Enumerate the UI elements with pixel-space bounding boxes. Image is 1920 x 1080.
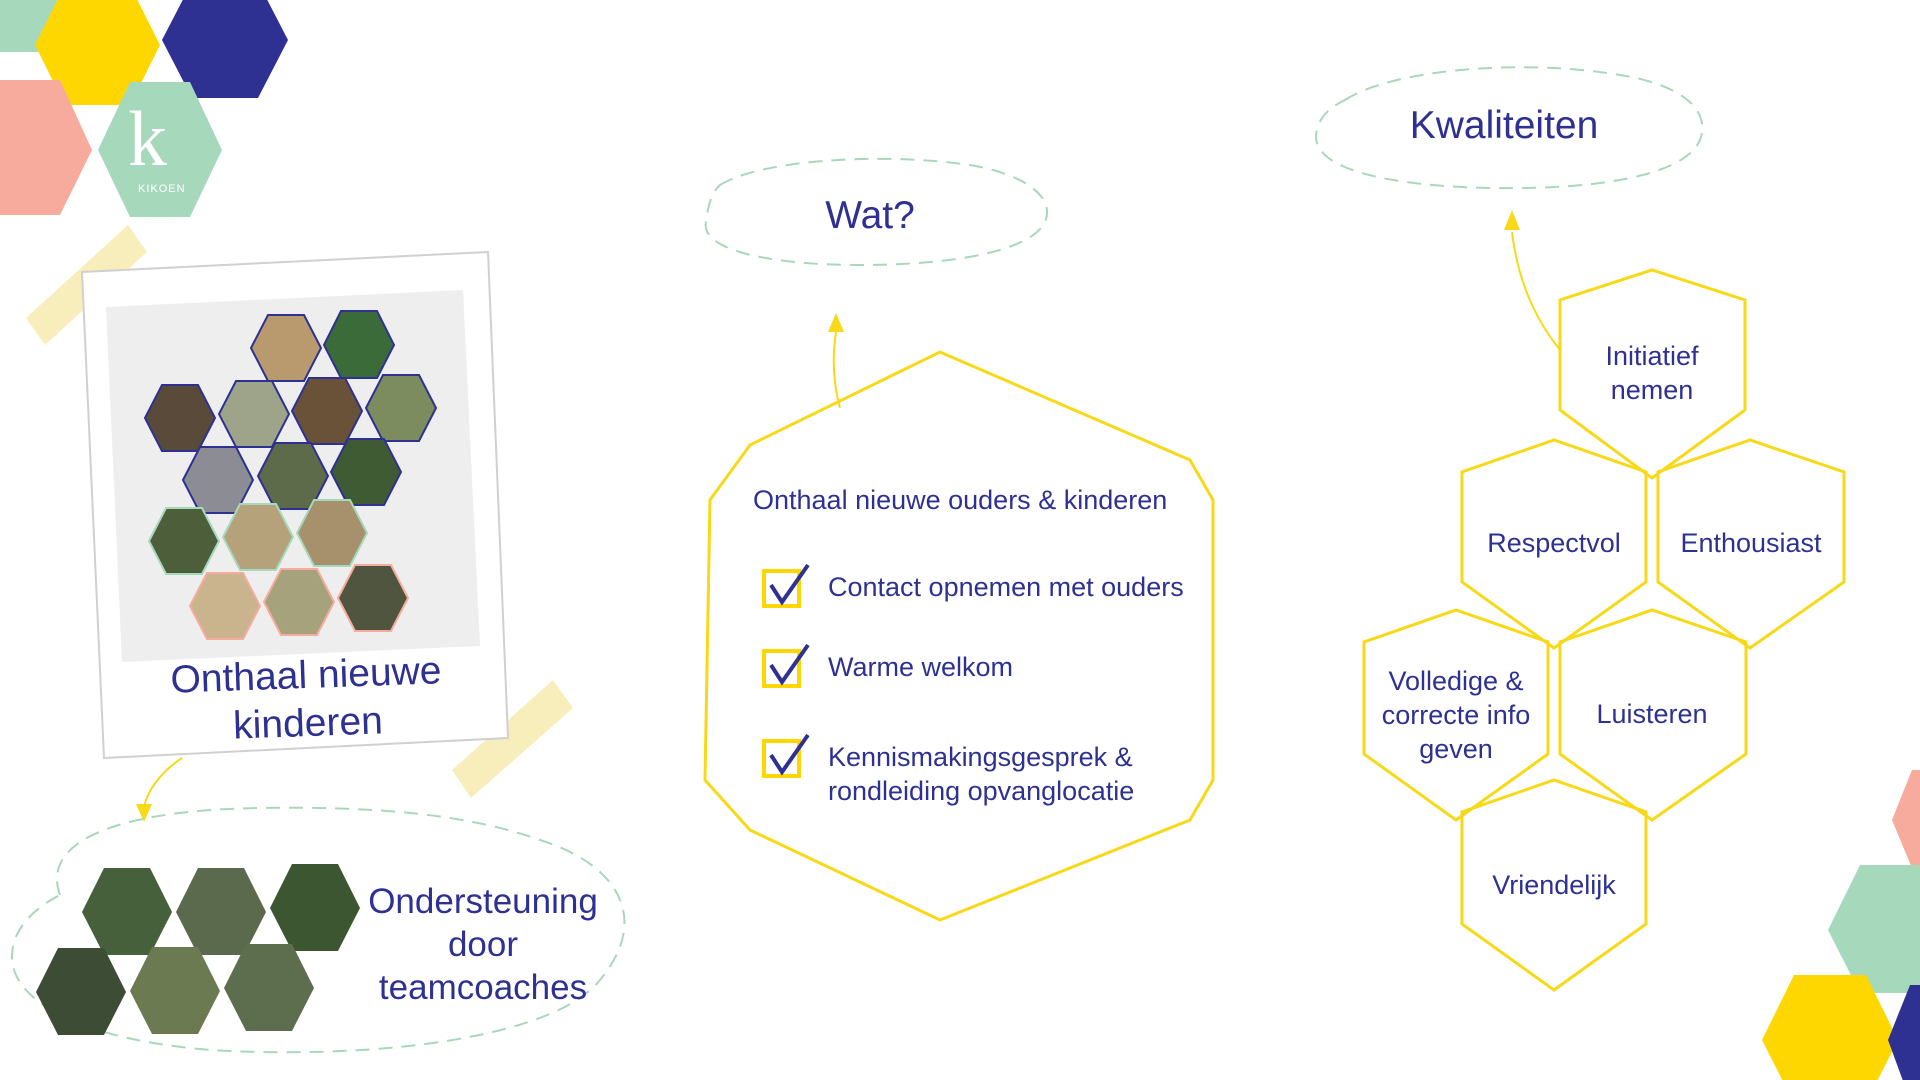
wat-item-3-line2: rondleiding opvanglocatie bbox=[828, 776, 1135, 806]
quality-initiatief-line1: Initiatief bbox=[1605, 341, 1699, 371]
coach-photo-hexes bbox=[36, 864, 360, 1035]
support-cloud-outline bbox=[10, 806, 626, 1054]
quality-initiatief-line2: nemen bbox=[1610, 375, 1694, 405]
arrow-polaroid-to-support bbox=[136, 757, 183, 822]
team-photo-11 bbox=[221, 503, 295, 571]
logo-letter: k bbox=[128, 95, 167, 182]
wat-hexagon bbox=[703, 350, 1215, 922]
quality-volledige-line2: correcte info bbox=[1381, 700, 1531, 730]
support-line2: door bbox=[447, 925, 519, 964]
arrow-to-kwaliteiten bbox=[1504, 210, 1561, 351]
quality-hexagons bbox=[1362, 268, 1846, 992]
team-photo-14 bbox=[262, 568, 336, 636]
arrow-line bbox=[143, 757, 183, 807]
coach-photo-2 bbox=[176, 868, 266, 955]
hex-navy-deco-br bbox=[1888, 985, 1920, 1080]
logo-hexagon bbox=[98, 82, 222, 217]
kwaliteiten-cloud-outline bbox=[1314, 66, 1704, 190]
arrow-line bbox=[1511, 231, 1561, 351]
check-1-icon bbox=[769, 563, 810, 606]
kwaliteiten-title: Kwaliteiten bbox=[1409, 104, 1599, 147]
team-photo-13 bbox=[188, 572, 262, 640]
support-cloud bbox=[10, 806, 626, 1054]
hex-luisteren bbox=[1558, 608, 1748, 822]
hex-navy-deco bbox=[162, 0, 288, 98]
polaroid-caption-line2: kinderen bbox=[232, 699, 384, 748]
wat-cloud-outline bbox=[704, 157, 1048, 267]
coach-photo-1 bbox=[82, 868, 172, 955]
quality-luisteren: Luisteren bbox=[1596, 699, 1708, 729]
coach-photo-6 bbox=[224, 944, 314, 1031]
tape-strip-bottom bbox=[452, 680, 573, 798]
corner-hexagons-top-left bbox=[0, 0, 288, 217]
checkbox-3 bbox=[762, 739, 801, 778]
checkbox-2 bbox=[762, 649, 801, 688]
arrow-head bbox=[136, 804, 152, 822]
hex-vriendelijk bbox=[1460, 778, 1648, 992]
hex-yellow-deco bbox=[35, 0, 160, 105]
wat-heading: Onthaal nieuwe ouders & kinderen bbox=[753, 485, 1168, 515]
hex-salmon-deco bbox=[0, 80, 92, 215]
hex-mint-deco bbox=[0, 0, 68, 52]
quality-volledige-line3: geven bbox=[1419, 734, 1493, 764]
wat-cloud bbox=[704, 157, 1048, 267]
quality-respectvol: Respectvol bbox=[1487, 528, 1621, 558]
arrow-head bbox=[1504, 210, 1520, 230]
hex-salmon-deco-br bbox=[1892, 770, 1920, 868]
coach-photo-4 bbox=[36, 948, 126, 1035]
team-photo-10 bbox=[147, 507, 221, 575]
check-3-icon bbox=[769, 733, 810, 776]
checkbox-1 bbox=[762, 569, 801, 608]
arrow-head bbox=[828, 313, 844, 332]
coach-photo-5 bbox=[130, 947, 220, 1034]
corner-hexagons-bottom-right bbox=[1762, 770, 1920, 1080]
hex-volledige bbox=[1362, 608, 1550, 822]
hex-initiatief bbox=[1558, 268, 1747, 480]
coach-photo-3 bbox=[270, 864, 360, 951]
wat-item-2: Warme welkom bbox=[828, 652, 1014, 682]
arrow-to-wat bbox=[828, 313, 844, 409]
kwaliteiten-cloud bbox=[1314, 66, 1704, 190]
team-photo-hexes bbox=[143, 310, 438, 640]
quality-vriendelijk: Vriendelijk bbox=[1492, 870, 1616, 900]
check-2-icon bbox=[769, 643, 810, 686]
wat-item-1: Contact opnemen met ouders bbox=[828, 572, 1184, 602]
hex-enthousiast bbox=[1656, 438, 1846, 650]
hex-respectvol bbox=[1460, 438, 1648, 650]
support-line1: Ondersteuning bbox=[368, 882, 598, 921]
arrow-line bbox=[832, 331, 841, 409]
team-photo-15 bbox=[336, 564, 410, 632]
hex-yellow-deco-br bbox=[1762, 975, 1898, 1080]
wat-title: Wat? bbox=[825, 194, 915, 237]
team-photo-12 bbox=[295, 499, 369, 567]
checkboxes bbox=[762, 563, 810, 778]
hex-mint-deco-br bbox=[1828, 865, 1920, 993]
logo-name: KIKOEN bbox=[138, 183, 186, 195]
quality-volledige-line1: Volledige & bbox=[1388, 666, 1524, 696]
quality-enthousiast: Enthousiast bbox=[1680, 528, 1822, 558]
support-line3: teamcoaches bbox=[378, 968, 588, 1007]
team-photo-3 bbox=[143, 384, 217, 452]
wat-item-3-line1: Kennismakingsgesprek & bbox=[828, 742, 1133, 772]
